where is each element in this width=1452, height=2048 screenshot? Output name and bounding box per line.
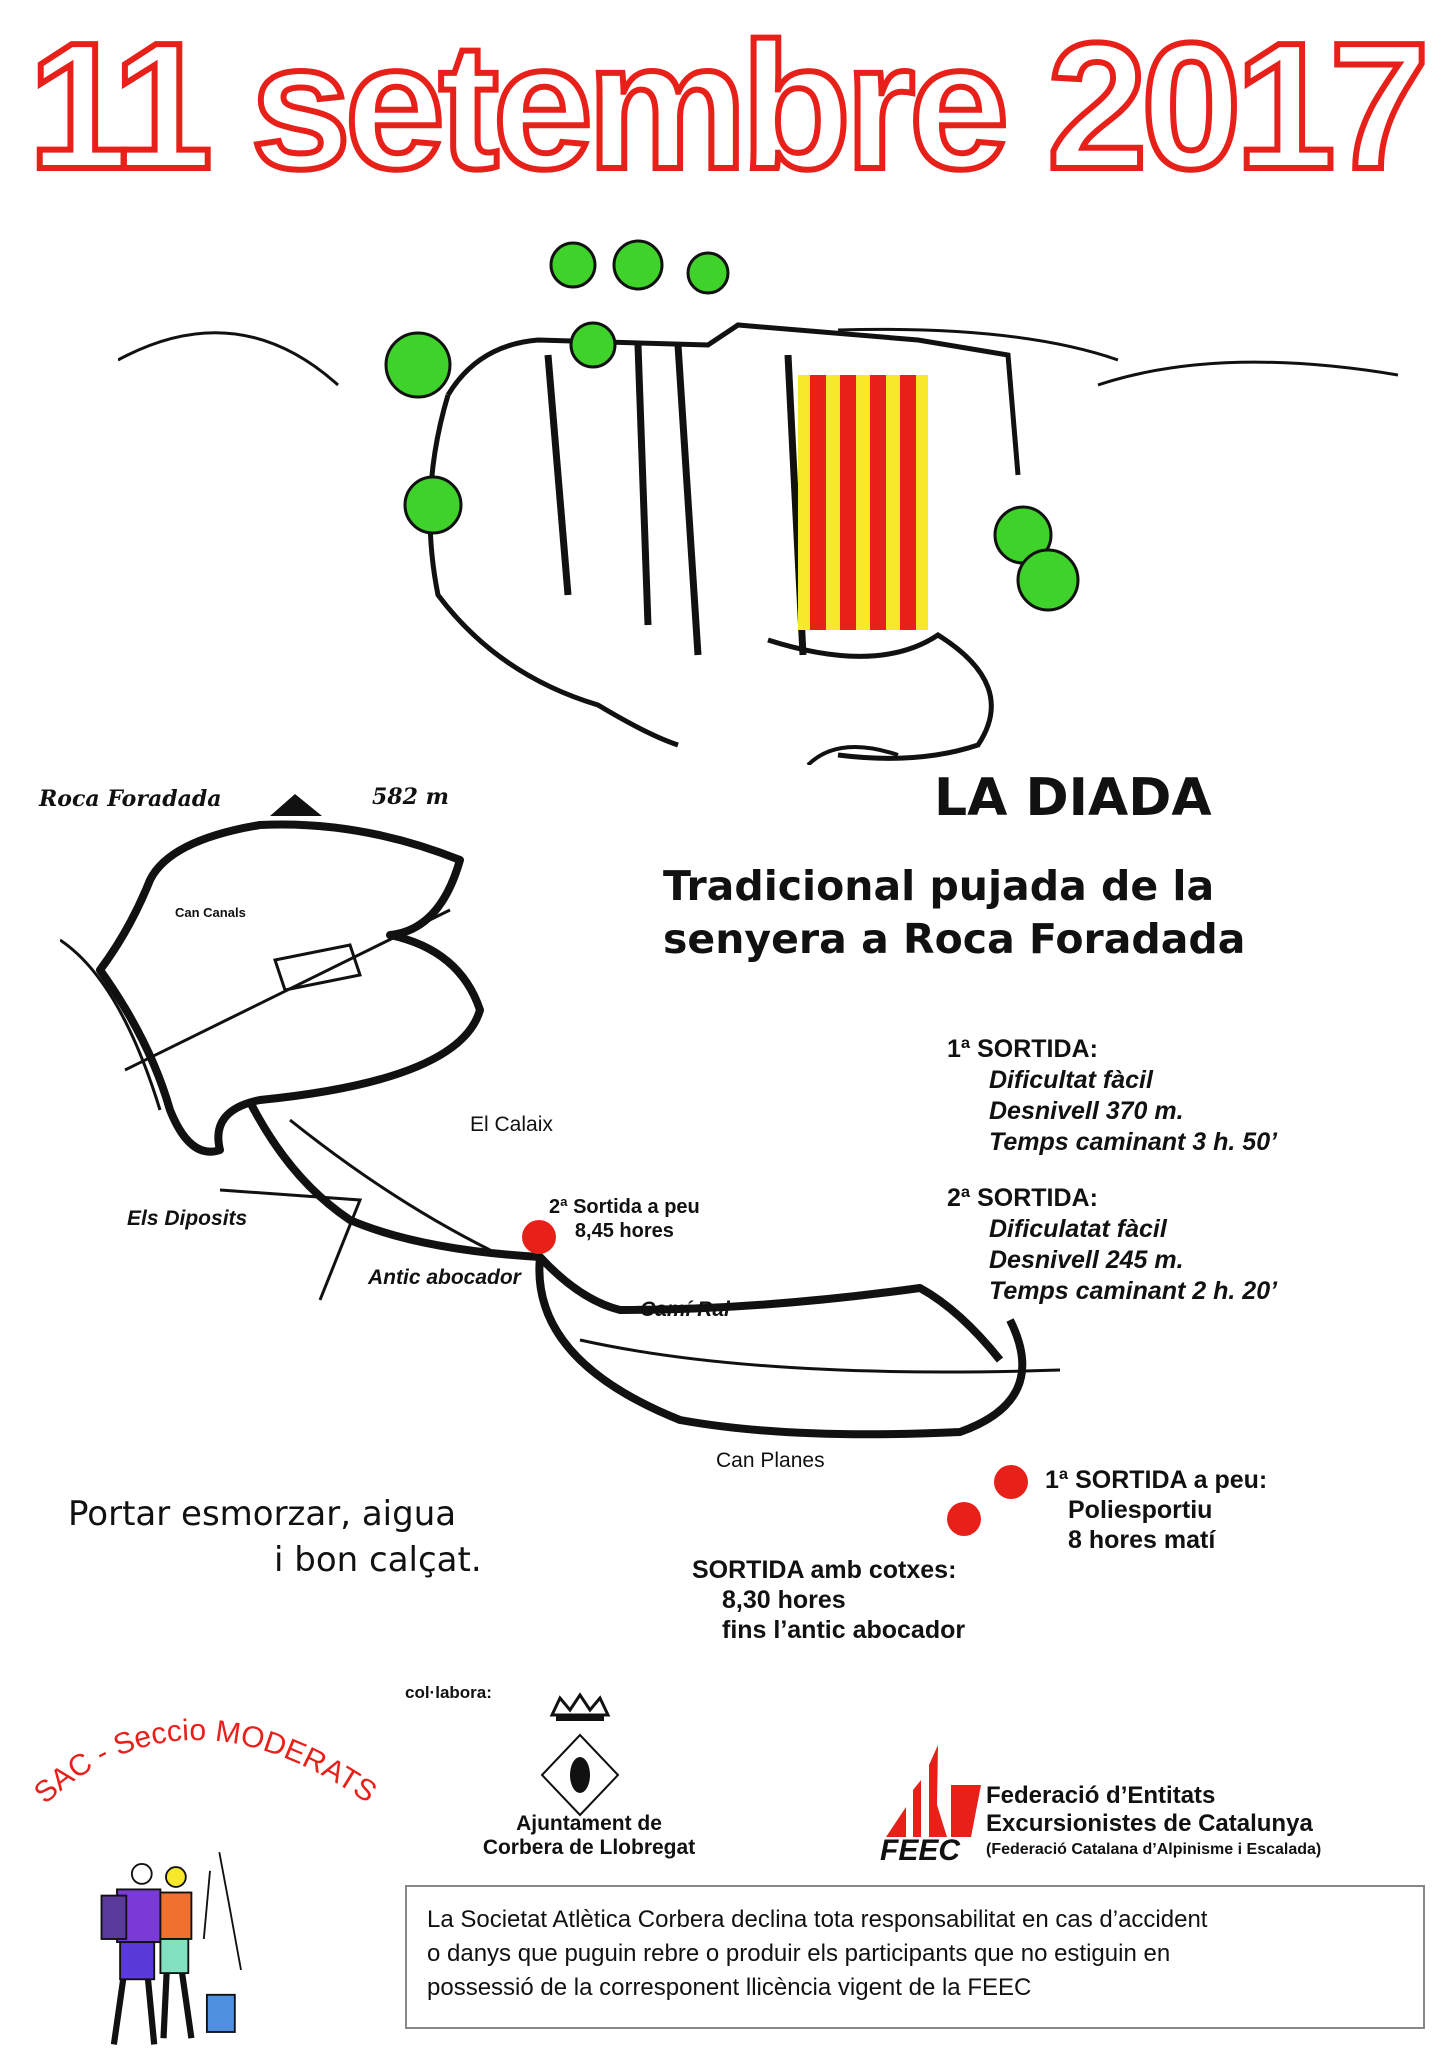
sac-moderats-text: SAC - Seccio MODERATS [28,1714,382,1810]
departure-1: 1ª SORTIDA: Dificultat fàcil Desnivell 3… [947,1034,1277,1158]
house-label: Can Canals [175,905,246,920]
start-dot-cars [947,1502,981,1536]
route-map [60,794,1061,1536]
summit-icon [270,794,322,816]
event-name: LA DIADA [934,768,1212,828]
departure-elevation: Desnivell 245 m. [989,1246,1184,1274]
departure-title: 1ª SORTIDA: [947,1035,1098,1063]
start-time: 8,45 hores [574,1220,674,1242]
disclaimer-line3: possessió de la corresponent llicència v… [427,1974,1032,2001]
event-subtitle-line1: Tradicional pujada de la [663,862,1215,910]
town-hall-crest [540,1692,620,1817]
start-label: SORTIDA amb cotxes: [692,1556,957,1584]
disclaimer-box: La Societat Atlètica Corbera declina tot… [405,1885,1425,2029]
summit-label: Roca Foradada [39,786,222,812]
catalan-flag [798,375,928,630]
collaborates-label: col·labora: [405,1683,492,1702]
start-dot-first-foot [994,1465,1028,1499]
feec-name-line2: Excursionistes de Catalunya [986,1810,1313,1837]
start-label: 2ª Sortida a peu [549,1196,700,1218]
advice-line2: i bon calçat. [274,1540,482,1580]
poster-title: 11 setembre 2017 [25,5,1432,209]
summit-altitude: 582 m [372,784,449,810]
feec-name-line1: Federació d’Entitats [986,1782,1216,1809]
start-place: fins l’antic abocador [722,1616,966,1644]
start-dot-second-foot [522,1220,556,1254]
town-hall-line1: Ajuntament de [516,1812,662,1835]
place-can-planes: Can Planes [716,1449,825,1472]
second-foot-start: 2ª Sortida a peu 8,45 hores [549,1195,700,1243]
feec-acronym: FEEC [880,1834,961,1867]
departure-walking-time: Temps caminant 2 h. 20’ [989,1277,1278,1305]
roca-foradada-illustration [118,239,1399,765]
departure-elevation: Desnivell 370 m. [989,1097,1184,1125]
disclaimer-line2: o danys que puguin rebre o produir els p… [427,1940,1171,1967]
departure-2: 2ª SORTIDA: Dificulatat fàcil Desnivell … [947,1183,1277,1307]
town-hall-line2: Corbera de Llobregat [482,1836,696,1859]
town-hall-name: Ajuntament de Corbera de Llobregat [461,1812,717,1860]
advice-line1: Portar esmorzar, aigua [68,1494,457,1534]
departure-walking-time: Temps caminant 3 h. 50’ [989,1128,1278,1156]
hikers-illustration [100,1852,242,2045]
place-el-calaix: El Calaix [470,1113,553,1136]
cars-start: SORTIDA amb cotxes: 8,30 hores fins l’an… [692,1555,965,1645]
sac-moderats-logo: SAC - Seccio MODERATS [28,1714,382,2045]
start-label: 1ª SORTIDA a peu: [1045,1466,1268,1494]
place-cami-ral: Camí Ral [640,1298,730,1321]
start-time: 8 hores matí [1068,1526,1216,1554]
trees [384,239,1080,612]
start-time: 8,30 hores [722,1586,846,1614]
feec-logo-mark [886,1745,981,1837]
departure-title: 2ª SORTIDA: [947,1184,1098,1212]
first-foot-start: 1ª SORTIDA a peu: Poliesportiu 8 hores m… [1045,1465,1267,1555]
place-els-diposits: Els Diposits [127,1207,248,1230]
start-place: Poliesportiu [1068,1496,1213,1524]
departure-difficulty: Dificulatat fàcil [989,1215,1167,1243]
place-antic-abocador: Antic abocador [368,1266,521,1289]
feec-name-line3: (Federació Catalana d’Alpinisme i Escala… [986,1841,1322,1858]
disclaimer-line1: La Societat Atlètica Corbera declina tot… [427,1906,1208,1933]
departure-difficulty: Dificultat fàcil [989,1066,1153,1094]
event-subtitle-line2: senyera a Roca Foradada [663,915,1246,963]
